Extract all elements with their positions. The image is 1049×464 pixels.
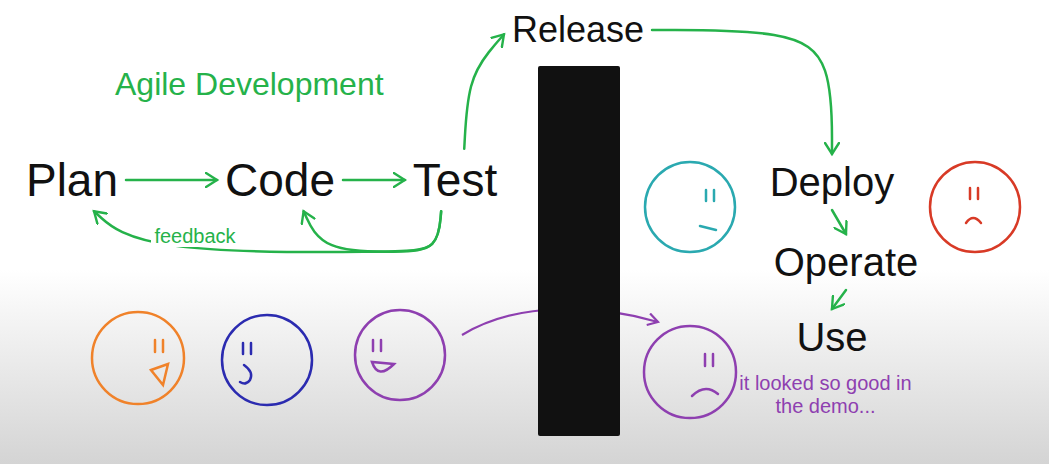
stage-label: Release <box>512 10 644 50</box>
red-face <box>930 162 1020 252</box>
edge-label: feedback <box>151 225 238 247</box>
stage-word: Test <box>409 153 501 208</box>
purple-face <box>355 310 445 400</box>
flow-arrow <box>126 179 217 182</box>
purple-sad-face <box>644 326 736 418</box>
stage-label: Plan <box>26 155 118 206</box>
stage-word: Release <box>508 8 648 52</box>
floor-shade <box>0 270 1049 464</box>
stage-label: Operate <box>774 240 919 284</box>
stage-word: Operate <box>770 238 923 286</box>
flow-arrow <box>832 210 846 234</box>
teal-face <box>645 162 735 252</box>
flow-arrow <box>94 211 441 252</box>
stage-label: Test <box>413 155 497 206</box>
flow-arrow <box>304 211 442 251</box>
orange-face <box>92 312 184 404</box>
blue-face <box>222 315 312 405</box>
heading-note: Agile Development <box>115 66 384 103</box>
flow-arrow <box>652 30 832 154</box>
flow-arrow <box>464 34 504 148</box>
flow-arrow <box>832 290 846 309</box>
stage-word: Plan <box>22 153 122 208</box>
wall-bar <box>538 66 620 436</box>
flow-arrow <box>343 179 405 182</box>
stage-word: Deploy <box>766 158 899 206</box>
stage-word: Code <box>221 153 339 208</box>
stage-label: Use <box>796 315 867 359</box>
stage-word: Use <box>792 313 871 361</box>
speech-note: it looked so good in the demo... <box>738 372 913 418</box>
stage-label: Deploy <box>770 160 895 204</box>
stage-label: Code <box>225 155 335 206</box>
